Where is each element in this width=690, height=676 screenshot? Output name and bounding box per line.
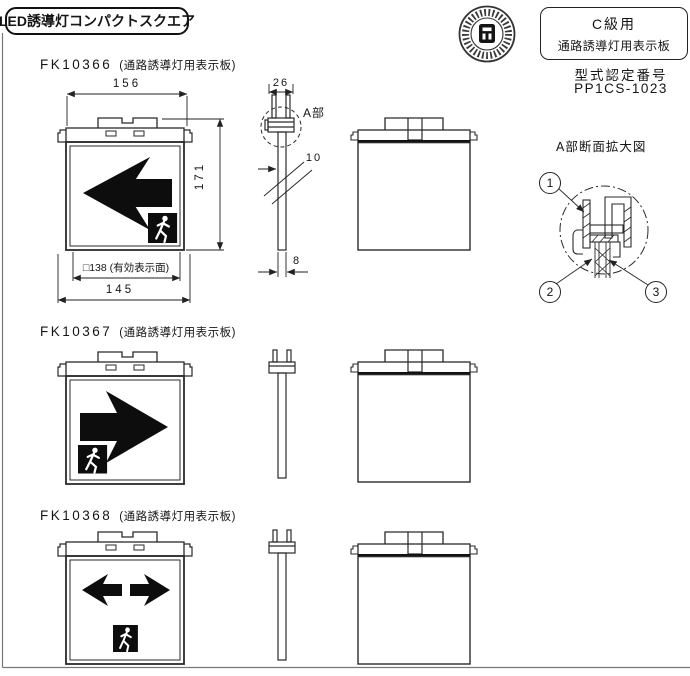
page-border xyxy=(1,33,690,669)
balloon-3: 3 xyxy=(645,281,667,303)
arrow-right-symbol xyxy=(80,391,168,463)
section-a-callout: A部 xyxy=(303,106,326,120)
fk10366-dimension-lines xyxy=(57,84,313,304)
detail-view-title: A部断面拡大図 xyxy=(556,140,647,154)
arrow-left-right-symbol xyxy=(82,574,170,606)
fk10367-back-view xyxy=(350,349,478,483)
balloon-2: 2 xyxy=(539,281,561,303)
dim-side-detail: 10 xyxy=(305,152,323,164)
balloon-1: 1 xyxy=(539,172,561,194)
fk10367-subtitle: (通路誘導灯用表示板) xyxy=(119,327,236,339)
certification-seal-icon xyxy=(458,5,516,63)
fk10368-heading: FK10368 (通路誘導灯用表示板) xyxy=(40,508,236,524)
dim-top-width: 156 xyxy=(112,78,142,90)
dim-bottom-width: 145 xyxy=(105,284,135,296)
cert-number-value: PP1CS-1023 xyxy=(574,81,668,96)
fk10368-side-view xyxy=(268,529,296,661)
fk10368-front-view xyxy=(57,531,193,665)
fk10367-side-view xyxy=(268,349,296,479)
dim-side-width: 26 xyxy=(272,77,290,89)
section-a-detail-view xyxy=(555,185,649,286)
arrow-left-symbol xyxy=(83,157,172,230)
fk10367-code: FK10367 xyxy=(40,324,113,339)
fk10368-subtitle: (通路誘導灯用表示板) xyxy=(119,511,236,523)
class-rating-box: C級用 通路誘導灯用表示板 xyxy=(540,7,688,60)
fk10368-back-view xyxy=(350,531,478,665)
fk10366-subtitle: (通路誘導灯用表示板) xyxy=(119,60,236,72)
fk10366-back-view xyxy=(350,117,478,251)
running-man-icon xyxy=(148,213,178,244)
fk10367-heading: FK10367 (通路誘導灯用表示板) xyxy=(40,324,236,340)
running-man-icon xyxy=(113,625,138,653)
fk10366-code: FK10366 xyxy=(40,57,113,72)
dim-height: 171 xyxy=(194,161,206,191)
fk10367-front-view xyxy=(57,351,193,485)
fk10366-heading: FK10366 (通路誘導灯用表示板) xyxy=(40,57,236,73)
fk10368-code: FK10368 xyxy=(40,508,113,523)
product-family-title: LED誘導灯コンパクトスクエア xyxy=(0,7,195,35)
class-rating-line1: C級用 xyxy=(591,15,637,32)
class-rating-line2: 通路誘導灯用表示板 xyxy=(557,38,671,53)
fk10366-front-view xyxy=(57,117,193,251)
running-man-icon xyxy=(78,445,108,474)
cert-number-label: 型式認定番号 xyxy=(574,68,668,83)
dim-effective-area: □138 (有効表示面) xyxy=(82,262,170,274)
fk10366-side-view xyxy=(260,94,302,251)
dim-side-thickness: 8 xyxy=(292,255,302,267)
